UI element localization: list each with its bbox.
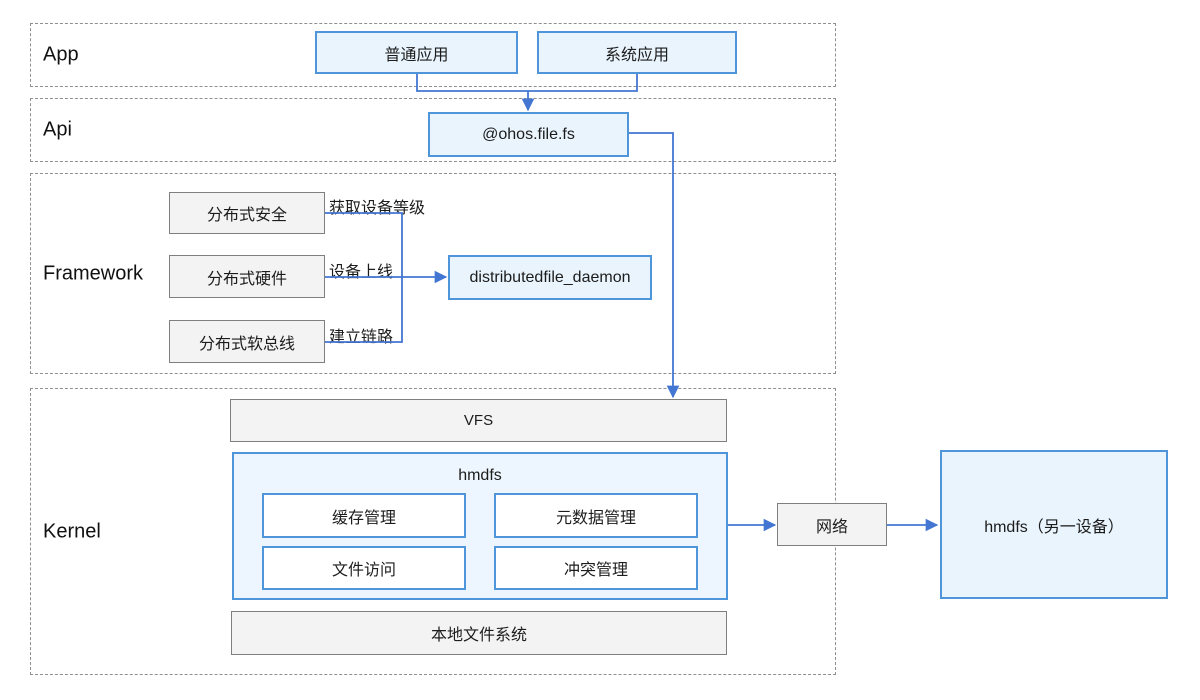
hmdfs-remote-device-label: hmdfs（另一设备） [984, 518, 1124, 536]
ohos-file-fs-box: @ohos.file.fs [428, 112, 629, 157]
metadata-management-box: 元数据管理 [494, 493, 698, 538]
layer-kernel-label: Kernel [43, 520, 101, 542]
network-label: 网络 [815, 518, 848, 536]
file-access-label: 文件访问 [331, 562, 396, 579]
dist-softbus-label: 分布式软总线 [198, 335, 295, 353]
file-access-box: 文件访问 [262, 546, 466, 590]
conflict-management-label: 冲突管理 [563, 562, 628, 579]
dist-security-box: 分布式安全 [169, 192, 325, 234]
dist-hardware-label: 分布式硬件 [206, 270, 287, 288]
layer-api-label: Api [43, 118, 72, 141]
layer-framework: Framework [30, 173, 836, 374]
normal-app-label: 普通应用 [384, 46, 449, 64]
network-box: 网络 [777, 503, 887, 546]
system-app-label: 系统应用 [604, 46, 669, 64]
cache-management-box: 缓存管理 [262, 493, 466, 538]
layer-framework-label: Framework [43, 262, 144, 284]
metadata-management-label: 元数据管理 [555, 509, 636, 527]
distributedfile-daemon-label: distributedfile_daemon [469, 268, 631, 286]
system-app-box: 系统应用 [537, 31, 737, 74]
dist-hardware-box: 分布式硬件 [169, 255, 325, 298]
dist-security-label: 分布式安全 [206, 207, 287, 224]
normal-app-box: 普通应用 [315, 31, 518, 74]
hmdfs-label: hmdfs [458, 467, 502, 484]
distributedfile-daemon-box: distributedfile_daemon [448, 255, 652, 300]
dist-softbus-box: 分布式软总线 [169, 320, 325, 363]
edge-label-get-device-level: 获取设备等级 [329, 200, 426, 217]
hmdfs-remote-device-box: hmdfs（另一设备） [940, 450, 1168, 599]
conflict-management-box: 冲突管理 [494, 546, 698, 590]
layer-app-label: App [43, 43, 79, 66]
local-file-system-box: 本地文件系统 [231, 611, 727, 655]
local-file-system-label: 本地文件系统 [430, 627, 527, 644]
edge-label-establish-link: 建立链路 [329, 329, 394, 346]
cache-management-label: 缓存管理 [331, 509, 396, 527]
ohos-file-fs-label: @ohos.file.fs [482, 125, 575, 143]
edge-label-device-online: 设备上线 [329, 264, 394, 281]
vfs-label: VFS [463, 412, 494, 429]
vfs-box: VFS [230, 399, 727, 442]
layer-api: Api [30, 98, 836, 162]
